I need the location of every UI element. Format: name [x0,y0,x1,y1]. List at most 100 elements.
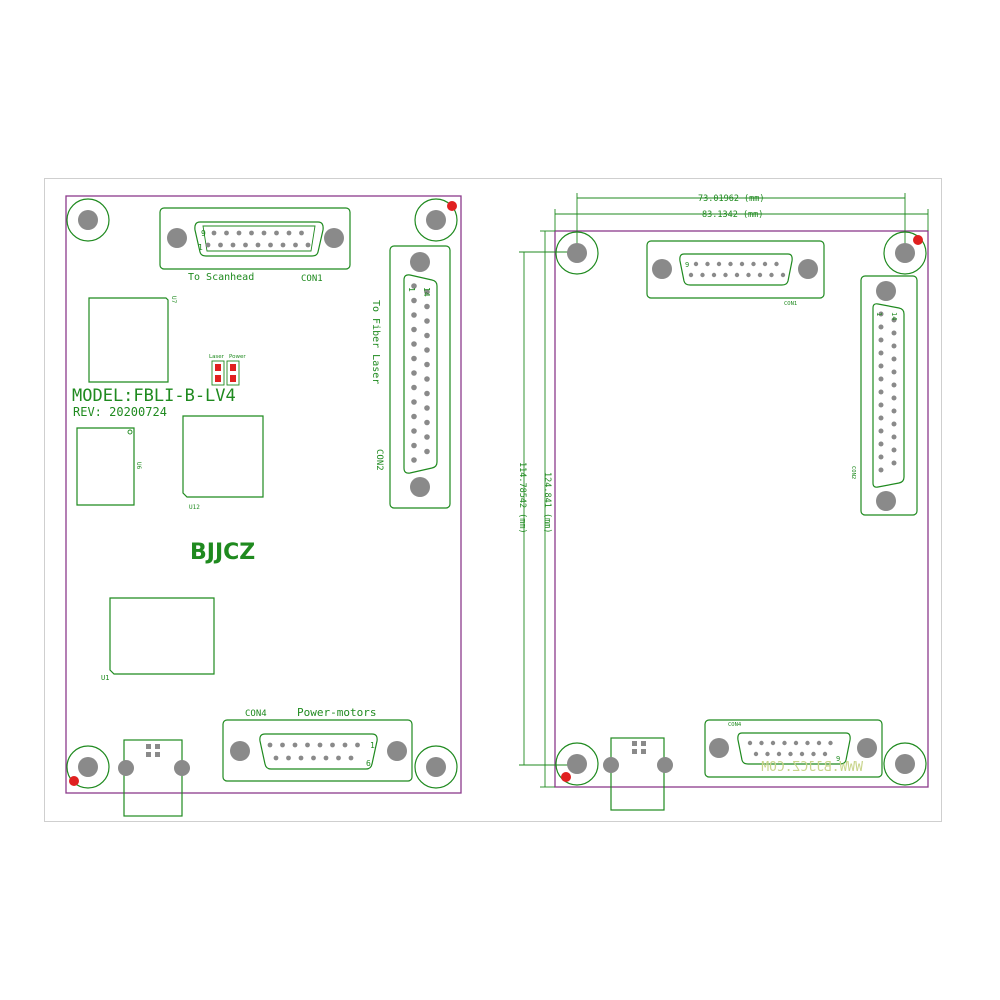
revision-text: REV: 20200724 [73,405,167,419]
connector-pin [424,390,430,397]
connector-pin [292,742,298,748]
right-board-view: 73.01962 (mm) 83.1342 (mm) 114.78542 (mm… [517,193,929,811]
mount-hole-br [414,745,458,789]
connector-pin [788,751,793,757]
drawing-frame [44,178,942,822]
con2-screw-top [410,252,430,272]
con1-ref: CON1 [301,274,323,284]
con2-screw-bottom [410,477,430,497]
connector-pin [878,467,884,473]
connector-pin [268,242,273,248]
connector-pin [411,399,417,405]
connector-pin [759,740,764,746]
connector-pin [700,272,705,278]
right-con1-pin-label-9: 9 [685,261,689,269]
connector-pin [769,272,774,278]
connector-pin [342,742,348,748]
right-con1-ref: CON1 [784,301,797,307]
connector-pin [723,272,728,278]
con4-db15-connector: CON4 Power-motors 1 6 [222,706,413,782]
status-leds: Laser Power [209,354,246,386]
connector-pin [267,742,273,748]
pin1-marker [447,201,457,211]
connector-pin [205,242,211,248]
connector-pin [747,740,753,746]
right-con4-connector: CON4 9 [704,719,883,778]
con1-pin-label-1: 1 [198,243,203,252]
connector-pin [878,415,884,421]
connector-pin [711,272,717,278]
mount-hole-tl [66,198,110,242]
connector-pin [878,350,884,356]
ic-u12: U12 [182,415,264,511]
connector-pin [424,405,430,411]
connector-pin [286,755,291,761]
connector-pin [424,361,430,368]
connector-pin [762,261,768,267]
con2-ref: CON2 [374,449,384,471]
connector-pin [280,742,285,748]
mount-hole-bl-drill [78,757,98,777]
right-con4-screw-left [709,738,729,758]
mount-hole-bl [66,745,110,789]
u6-ref: U6 [135,462,142,470]
connector-pin [734,272,740,278]
led-laser-pad-a [215,364,221,371]
led-label-power: Power [229,354,246,360]
right-power-jack-pin-left [603,757,619,773]
connector-pin [891,421,897,427]
connector-pin [751,261,756,267]
right-con1-screw-right [798,259,818,279]
power-jack-pad [155,744,160,749]
connector-pin [305,742,310,748]
connector-pin [774,261,779,267]
mount-hole-bl [555,742,599,786]
connector-pin [230,242,236,248]
right-con2-connector: 1 14 CON2 [850,275,918,516]
mount-hole-tr-drill [895,243,915,263]
right-con2-pin-label-1: 1 [875,312,883,316]
connector-pin [793,740,799,746]
connector-pin [323,755,329,761]
right-con2-pins [878,311,897,473]
connector-pin [298,755,304,761]
right-con1-shell [679,253,793,286]
connector-pin [878,311,884,317]
con2-db25-connector: 1 14 To Fiber Laser CON2 [370,245,451,509]
connector-pin [878,402,884,408]
con1-outline [159,207,351,270]
power-jack-pin-right [174,760,190,776]
ic-u1: U1 [101,597,215,682]
connector-pin [273,755,279,761]
connector-pin [799,751,805,757]
connector-pin [891,434,897,440]
dim-label-left-2: 124.841 (mm) [542,472,552,533]
led-power-pad-b [230,375,236,382]
connector-pin [878,389,884,395]
con1-screw-left [167,228,187,248]
u6-outline [76,427,135,506]
connector-pin [305,242,311,248]
con1-db9-connector: 9 1 To Scanhead CON1 [159,207,351,284]
connector-pin [765,751,770,757]
power-jack-pad [155,752,160,757]
connector-pin [236,230,242,236]
connector-pin [891,356,897,362]
connector-pin [424,376,430,382]
left-board-view: 9 1 To Scanhead CON1 1 14 To Fiber Laser… [65,195,462,817]
mount-hole-tl-drill [78,210,98,230]
connector-pin [878,376,884,382]
con1-screw-right [324,228,344,248]
right-con2-screw-bottom [876,491,896,511]
u1-outline [109,597,215,675]
u7-outline [88,297,169,383]
connector-pin [816,740,822,746]
connector-pin [688,272,694,278]
right-con4-shell [737,732,851,765]
connector-pin [424,448,430,455]
pin1-marker [69,776,79,786]
right-mounting-holes [555,231,927,786]
brand-logo-text: BJJCZ [190,540,255,565]
connector-pin [330,742,335,748]
right-power-jack-pad [641,741,646,746]
